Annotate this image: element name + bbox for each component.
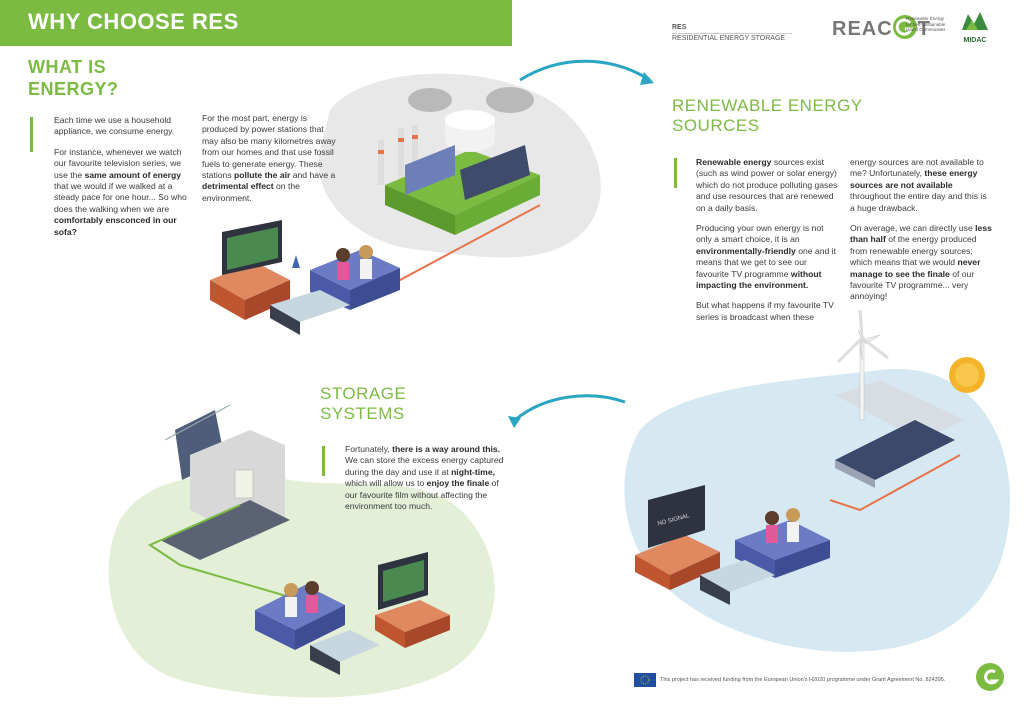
body-text: throughout the entire day and this is a … (850, 191, 987, 213)
body-text: one and it means that we get to see our … (696, 245, 836, 279)
paragraph: On average, we can directly use less tha… (850, 223, 992, 303)
midac-logo: MIDAC (960, 10, 990, 44)
section3-accent-bar (322, 446, 325, 476)
emphasis-text: without impacting the environment. (696, 268, 822, 291)
power-station-illustration (378, 87, 540, 235)
header-acronym: RES (672, 24, 687, 31)
emphasis-text: environmentally-friendly (696, 245, 796, 256)
body-text: of the energy produced from renewable en… (850, 234, 977, 268)
sun-icon (949, 357, 985, 393)
body-text: which will allow us to (345, 478, 427, 489)
living-room-top (210, 220, 400, 335)
section2-accent-bar (674, 158, 677, 188)
body-text: Producing your own energy is not only a … (696, 223, 824, 245)
paragraph: Each time we use a household appliance, … (54, 115, 194, 138)
section1-col2: For the most part, energy is produced by… (202, 113, 340, 213)
react-footer-icon (976, 663, 1004, 691)
section-what-is-energy-title: WHAT IS ENERGY? (28, 57, 119, 99)
funding-notice: This project has received funding from t… (660, 677, 946, 683)
emphasis-text: night-time, (451, 466, 495, 477)
paragraph: energy sources are not available to me? … (850, 157, 992, 214)
body-text: energy sources are not available to me? … (850, 157, 984, 179)
arrow-top (519, 59, 651, 82)
section-renewable-title: RENEWABLE ENERGY SOURCES (672, 96, 863, 135)
body-text: But what happens if my favourite TV seri… (696, 300, 834, 322)
page-title: WHY CHOOSE RES (28, 9, 239, 34)
header-subtitle: RESIDENTIAL ENERGY STORAGE (672, 33, 792, 42)
title-banner (0, 0, 512, 46)
no-signal-tv: NO SIGNAL (648, 485, 705, 548)
eu-flag (634, 673, 656, 687)
body-text: and have a (290, 170, 336, 181)
body-text: that we would if we walked at a steady p… (54, 181, 187, 214)
body-text: Fortunately, (345, 444, 393, 454)
living-room-right: NO SIGNAL (635, 485, 830, 605)
section2-col1: Renewable energy sources exist (such as … (696, 157, 838, 332)
paragraph: Renewable energy sources exist (such as … (696, 157, 838, 214)
paragraph: For instance, whenever we watch our favo… (54, 147, 194, 238)
living-room-bottom (255, 552, 450, 675)
body-text: sources exist (such as wind power or sol… (696, 157, 838, 213)
section2-col2: energy sources are not available to me? … (850, 157, 992, 312)
emphasis-text: never manage to see the finale (850, 257, 981, 279)
body-text: of our favourite TV programme... very an… (850, 268, 975, 302)
paragraph: Producing your own energy is not only a … (696, 223, 838, 291)
body-text: on the environment. (202, 181, 300, 203)
emphasis-text: these energy sources are not available (850, 168, 978, 190)
body-text: Each time we use a household appliance, … (54, 115, 175, 137)
body-text: For the most part, energy is produced by… (202, 113, 336, 181)
emphasis-text: less than half (850, 223, 992, 245)
midac-logo-icon (962, 12, 988, 30)
paragraph: For the most part, energy is produced by… (202, 113, 340, 204)
body-text: We can store the excess energy captured … (345, 455, 504, 477)
emphasis-text: enjoy the finale (426, 478, 490, 489)
emphasis-text: there is a way around this. (392, 444, 501, 454)
arrow-middle (514, 394, 626, 422)
emphasis-text: pollute the air (234, 170, 291, 181)
react-logo-caption: Renewable Energy for Self-Sustainable Is… (906, 16, 946, 32)
section3-col1: Fortunately, there is a way around this.… (345, 444, 513, 521)
emphasis-text: Renewable energy (696, 157, 772, 167)
body-text: For instance, whenever we watch our favo… (54, 146, 182, 180)
paragraph: Fortunately, there is a way around this.… (345, 444, 513, 512)
storage-house-illustration (147, 404, 301, 601)
emphasis-text: same amount of energy (84, 169, 182, 180)
body-text: of our favourite film without affecting … (345, 478, 499, 512)
turbine-solar-illustration (835, 309, 985, 488)
emphasis-text: detrimental effect (202, 181, 274, 192)
react-logo-icon (892, 15, 917, 39)
section1-col1: Each time we use a household appliance, … (54, 115, 194, 247)
section1-accent-bar (30, 117, 33, 152)
section-storage-title: STORAGE SYSTEMS (320, 384, 407, 423)
body-text: On average, we can directly use (850, 223, 976, 234)
emphasis-text: comfortably ensconced in our sofa? (54, 215, 177, 237)
paragraph: But what happens if my favourite TV seri… (696, 300, 838, 323)
